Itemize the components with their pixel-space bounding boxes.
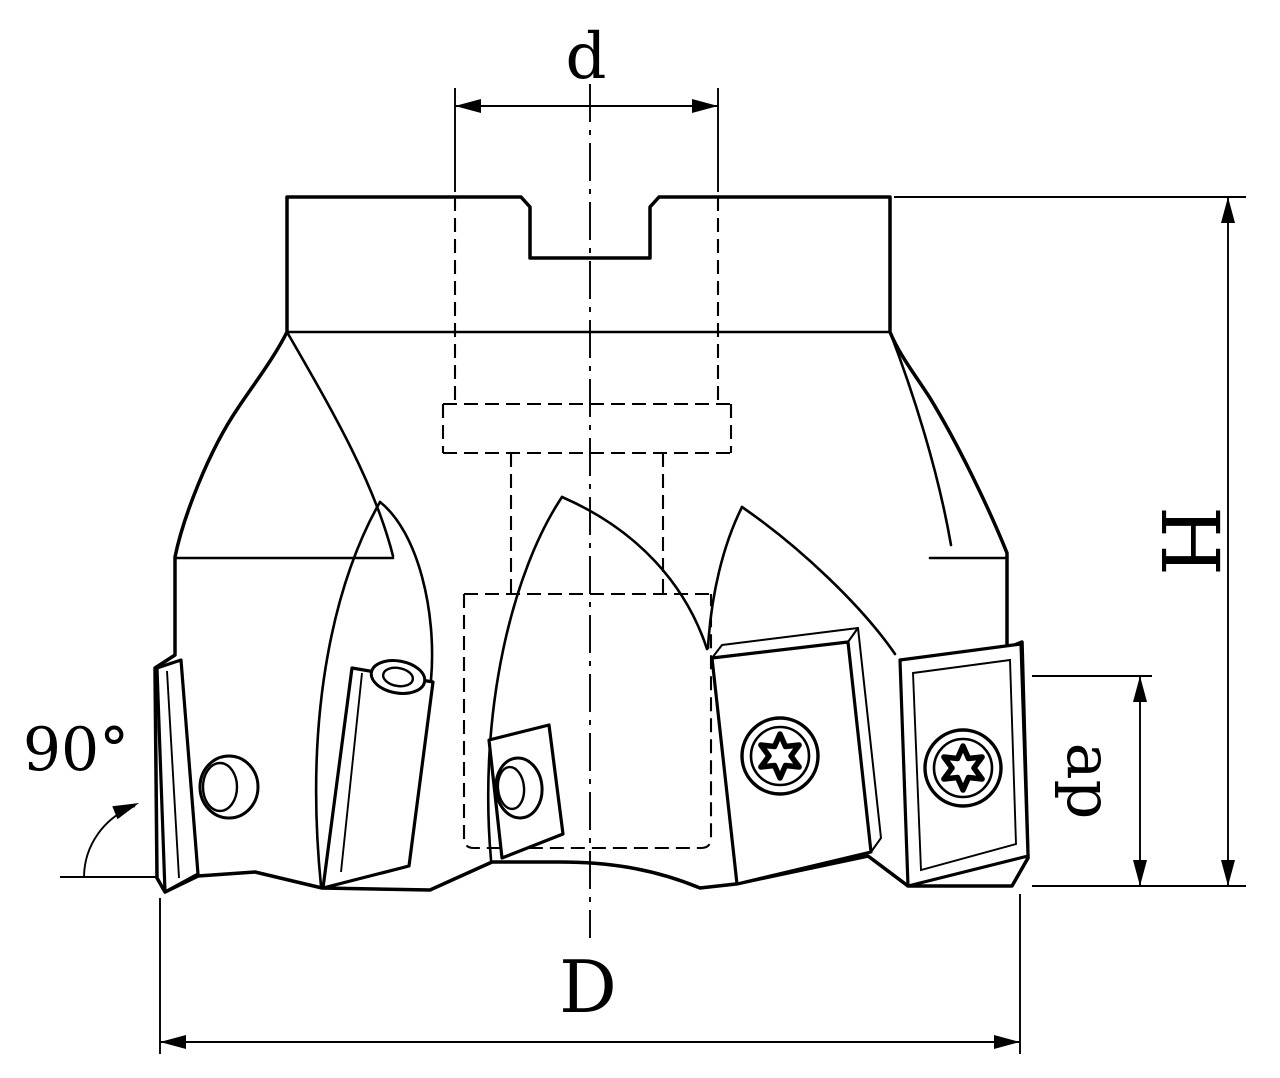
bell-contour-right bbox=[888, 330, 953, 547]
hidden-bore-lines bbox=[441, 197, 733, 850]
body-silhouette bbox=[153, 195, 1030, 894]
cutter-body bbox=[153, 195, 1030, 894]
insert-left-screw-hole-inner bbox=[201, 761, 239, 813]
insert-left bbox=[155, 658, 200, 894]
dim-label-H: H bbox=[1143, 506, 1236, 576]
insert-center-hole-inner bbox=[496, 765, 526, 811]
dim-label-D: D bbox=[559, 945, 617, 1029]
insert-wedge-screw-inner bbox=[381, 666, 415, 688]
dimension-D: D bbox=[159, 894, 1021, 1054]
dimension-d: d bbox=[454, 20, 719, 192]
flute-curves bbox=[314, 495, 897, 888]
insert-right-inner bbox=[710, 627, 882, 886]
torx-recess-icon bbox=[758, 731, 802, 781]
dim-label-angle: 90° bbox=[23, 715, 129, 785]
bell-contour-left bbox=[285, 330, 395, 558]
dimension-H: H bbox=[894, 196, 1246, 887]
insert-wedge bbox=[321, 666, 435, 890]
insert-wedge-bevel bbox=[340, 672, 363, 873]
insert-right-outer bbox=[898, 642, 1030, 888]
insert-left-bevel bbox=[166, 670, 180, 879]
cutting-inserts bbox=[155, 627, 1030, 894]
dim-label-d: d bbox=[566, 20, 607, 94]
dim-label-ap: ap bbox=[1053, 743, 1126, 820]
torx-recess-icon bbox=[941, 743, 985, 793]
dimension-ap: ap bbox=[1032, 675, 1152, 886]
dimension-angle-90: 90° bbox=[23, 715, 157, 878]
